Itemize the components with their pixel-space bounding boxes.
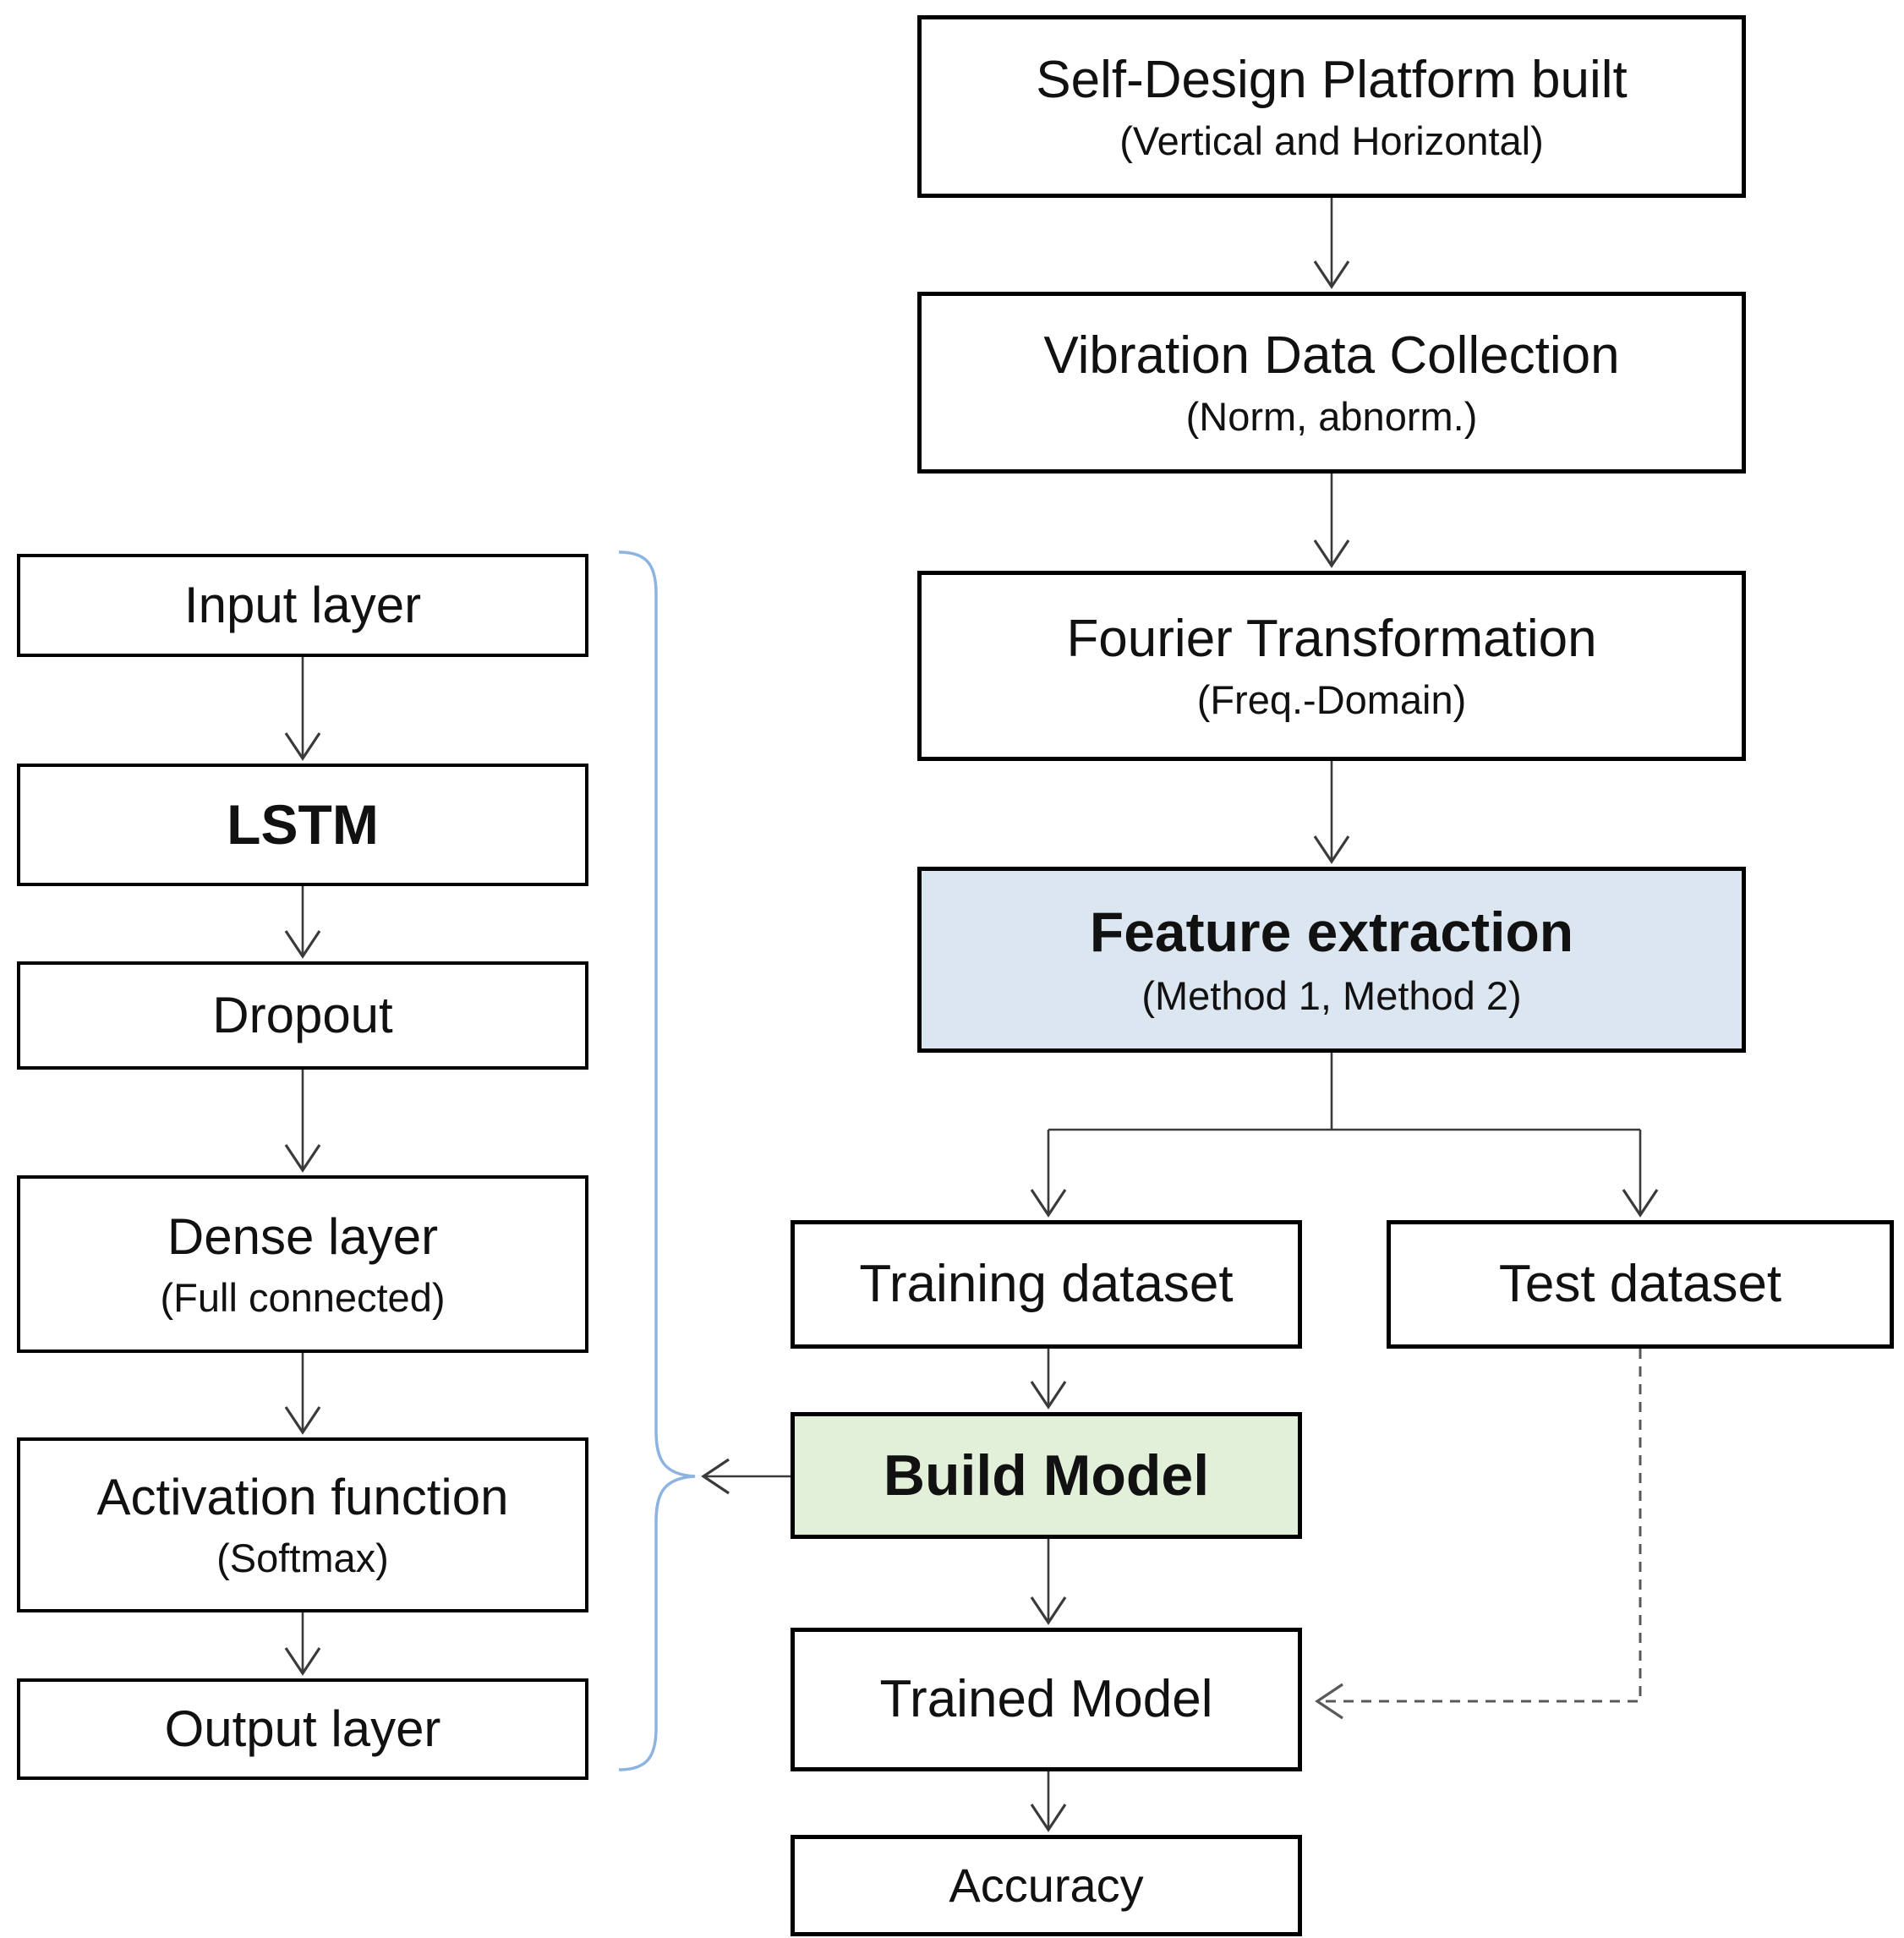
node-training-dataset: Training dataset [791,1220,1302,1349]
node-label: Dense layer [167,1207,439,1265]
node-sublabel: (Softmax) [216,1536,389,1581]
node-trained-model: Trained Model [791,1628,1302,1771]
node-dense-layer: Dense layer (Full connected) [17,1175,588,1353]
node-label: Test dataset [1498,1255,1782,1314]
node-sublabel: (Vertical and Horizontal) [1119,118,1544,163]
node-sublabel: (Full connected) [160,1274,446,1320]
node-sublabel: (Method 1, Method 2) [1141,973,1522,1019]
node-self-design-platform: Self-Design Platform built (Vertical and… [917,15,1746,198]
node-feature-extraction: Feature extraction (Method 1, Method 2) [917,867,1746,1053]
node-label: Dropout [212,986,393,1043]
split-connector [1030,1053,1659,1218]
node-label: Training dataset [859,1255,1234,1314]
node-label: Build Model [883,1443,1210,1508]
node-fourier-transformation: Fourier Transformation (Freq.-Domain) [917,571,1746,761]
node-label: Feature extraction [1089,901,1574,964]
node-sublabel: (Freq.-Domain) [1196,677,1467,723]
node-build-model: Build Model [791,1412,1302,1539]
node-label: Self-Design Platform built [1036,50,1628,109]
curly-brace [618,550,696,1771]
node-output-layer: Output layer [17,1678,588,1780]
node-label: Accuracy [949,1858,1144,1912]
node-vibration-data-collection: Vibration Data Collection (Norm, abnorm.… [917,292,1746,474]
node-test-dataset: Test dataset [1387,1220,1894,1349]
node-label: Trained Model [879,1670,1213,1729]
node-activation-function: Activation function (Softmax) [17,1437,588,1612]
node-input-layer: Input layer [17,554,588,657]
node-accuracy: Accuracy [791,1835,1302,1936]
node-dropout: Dropout [17,961,588,1070]
node-lstm: LSTM [17,764,588,886]
node-label: Output layer [164,1700,441,1757]
node-sublabel: (Norm, abnorm.) [1185,394,1478,440]
node-label: Fourier Transformation [1066,610,1597,669]
node-label: Activation function [96,1469,509,1526]
node-label: LSTM [227,792,379,856]
node-label: Input layer [183,576,422,633]
test-dataset-dashed-connector [1315,1349,1642,1720]
node-label: Vibration Data Collection [1043,326,1620,386]
